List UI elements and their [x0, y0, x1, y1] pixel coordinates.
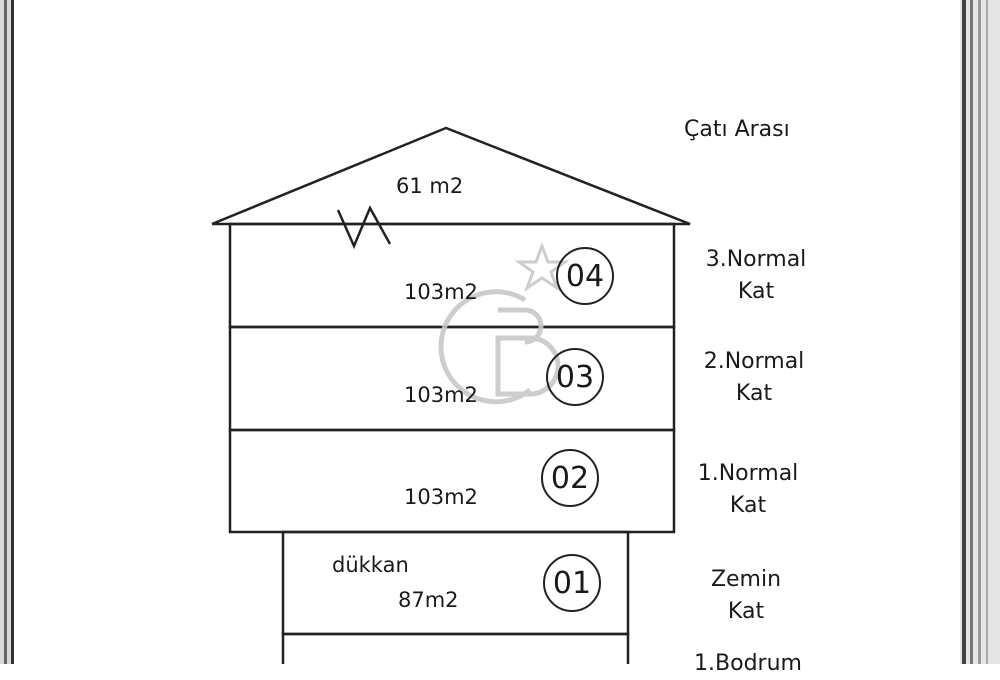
floor-1-suffix-text: Kat: [729, 493, 767, 518]
ground-floor-number-circle: 01: [543, 554, 601, 612]
right-frame-border: [960, 0, 1000, 664]
floor-1-outline: [228, 428, 676, 534]
floor-1-level-label: 1.Normal Kat: [690, 458, 806, 522]
floor-3-number-circle: 04: [556, 247, 614, 305]
roof-area-label: 61 m2: [396, 174, 464, 198]
floor-1-number-circle: 02: [541, 449, 599, 507]
floor-3-level-text: 3.Normal: [705, 247, 807, 272]
floor-1-level-text: 1.Normal: [697, 461, 799, 486]
floor-3-area: 103m2: [404, 280, 478, 304]
break-line-symbol: [336, 205, 392, 250]
floor-2-level-label: 2.Normal Kat: [696, 346, 812, 410]
roof-level-label: Çatı Arası: [684, 117, 790, 142]
floor-2-suffix-text: Kat: [735, 381, 773, 406]
floor-2-area: 103m2: [404, 383, 478, 407]
left-frame-border: [0, 0, 14, 664]
floor-3-level-label: 3.Normal Kat: [698, 244, 814, 308]
floor-2-number-circle: 03: [546, 348, 604, 406]
building-section-drawing: [211, 126, 691, 664]
basement-outline: [281, 632, 630, 664]
ground-floor-area: 87m2: [398, 588, 459, 612]
floor-2-level-text: 2.Normal: [703, 349, 805, 374]
ground-floor-use-label: dükkan: [332, 553, 409, 577]
floor-1-area: 103m2: [404, 485, 478, 509]
ground-floor-level-label: Zemin Kat: [688, 564, 804, 628]
basement-level-label: 1.Bodrum: [694, 651, 802, 676]
floor-3-suffix-text: Kat: [737, 279, 775, 304]
ground-floor-level-text: Zemin: [710, 567, 782, 592]
ground-floor-suffix-text: Kat: [727, 599, 765, 624]
